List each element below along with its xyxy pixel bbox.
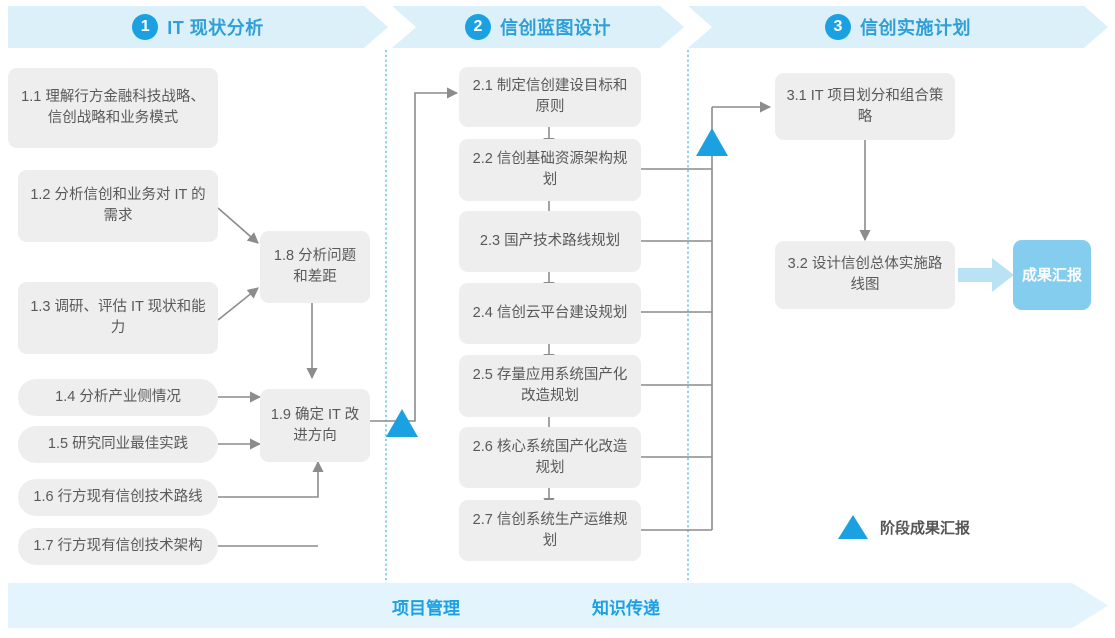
phase-number-badge-2: 2 bbox=[465, 14, 491, 40]
milestone-triangle-phase1 bbox=[386, 409, 418, 437]
process-box-1-2[interactable]: 1.2 分析信创和业务对 IT 的需求 bbox=[18, 170, 218, 242]
phase-header-2-inner: 2 信创蓝图设计 bbox=[465, 14, 611, 40]
phase-header-3: 3 信创实施计划 bbox=[688, 6, 1108, 48]
process-box-1-4[interactable]: 1.4 分析产业侧情况 bbox=[18, 379, 218, 416]
footer-item-knowledge-transfer: 知识传递 bbox=[592, 599, 660, 618]
phase-title-1: IT 现状分析 bbox=[167, 18, 264, 38]
phase-number-badge-1: 1 bbox=[132, 14, 159, 40]
phase-header-2: 2 信创蓝图设计 bbox=[392, 6, 684, 48]
phase-number-badge-3: 3 bbox=[825, 14, 851, 40]
process-box-1-9[interactable]: 1.9 确定 IT 改进方向 bbox=[260, 389, 370, 462]
process-box-2-2[interactable]: 2.2 信创基础资源架构规划 bbox=[459, 139, 641, 201]
process-box-1-5[interactable]: 1.5 研究同业最佳实践 bbox=[18, 426, 218, 463]
connector-1-9-to-2-1 bbox=[369, 87, 459, 422]
phase-title-2: 信创蓝图设计 bbox=[500, 18, 611, 38]
process-box-1-7[interactable]: 1.7 行方现有信创技术架构 bbox=[18, 528, 218, 565]
milestone-triangle-icon bbox=[838, 515, 868, 539]
process-box-2-5[interactable]: 2.5 存量应用系统国产化改造规划 bbox=[459, 355, 641, 417]
phase-header-1: 1 IT 现状分析 bbox=[8, 6, 388, 48]
connector-3-2-to-result bbox=[958, 258, 1014, 292]
phase-header-3-inner: 3 信创实施计划 bbox=[825, 14, 971, 40]
process-box-2-4[interactable]: 2.4 信创云平台建设规划 bbox=[459, 283, 641, 344]
phase-header-1-inner: 1 IT 现状分析 bbox=[132, 14, 264, 40]
process-box-2-3[interactable]: 2.3 国产技术路线规划 bbox=[459, 211, 641, 272]
process-box-1-3[interactable]: 1.3 调研、评估 IT 现状和能力 bbox=[18, 282, 218, 354]
process-box-1-6[interactable]: 1.6 行方现有信创技术路线 bbox=[18, 479, 218, 516]
connector-1-2-to-1-8 bbox=[217, 207, 259, 244]
connector-1-6-to-1-9 bbox=[218, 460, 324, 498]
process-box-1-1[interactable]: 1.1 理解行方金融科技战略、信创战略和业务模式 bbox=[8, 68, 218, 148]
process-box-2-7[interactable]: 2.7 信创系统生产运维规划 bbox=[459, 500, 641, 561]
process-box-2-6[interactable]: 2.6 核心系统国产化改造规划 bbox=[459, 427, 641, 488]
legend-milestone: 阶段成果汇报 bbox=[838, 515, 970, 539]
result-badge[interactable]: 成果汇报 bbox=[1013, 240, 1091, 310]
process-box-2-1[interactable]: 2.1 制定信创建设目标和原则 bbox=[459, 67, 641, 127]
milestone-triangle-phase2 bbox=[696, 128, 728, 156]
phase-title-3: 信创实施计划 bbox=[860, 18, 971, 38]
connector-1-3-to-1-8 bbox=[217, 287, 259, 321]
process-box-3-2[interactable]: 3.2 设计信创总体实施路线图 bbox=[775, 241, 955, 309]
footer-item-project-management: 项目管理 bbox=[392, 599, 460, 618]
process-box-3-1[interactable]: 3.1 IT 项目划分和组合策略 bbox=[775, 73, 955, 140]
legend-milestone-label: 阶段成果汇报 bbox=[880, 519, 971, 537]
footer-ribbon bbox=[8, 583, 1108, 628]
process-box-1-8[interactable]: 1.8 分析问题和差距 bbox=[260, 231, 370, 303]
